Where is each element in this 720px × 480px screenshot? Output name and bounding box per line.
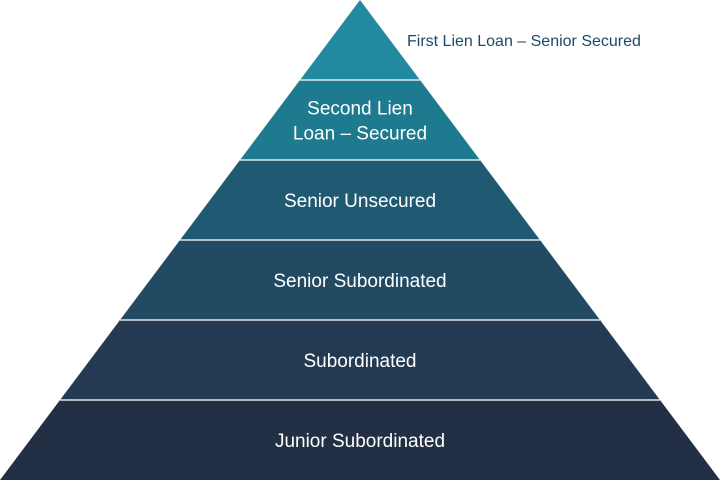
- pyramid-tier-5-label: Junior Subordinated: [275, 431, 445, 452]
- pyramid-tier-2: [180, 160, 540, 240]
- first-lien-label: First Lien Loan – Senior Secured: [407, 33, 641, 50]
- pyramid-dividers: [60, 79, 660, 401]
- pyramid-tier-1-label: Loan – Secured: [293, 124, 427, 145]
- pyramid-tier-4-label: Subordinated: [303, 351, 416, 372]
- pyramid-apex: [300, 0, 420, 80]
- pyramid-tier-1: [240, 80, 480, 160]
- pyramid-tier-1-label: Second Lien: [307, 99, 413, 120]
- pyramid-tier-3: [120, 240, 600, 320]
- pyramid-tier-4: [60, 320, 660, 400]
- pyramid-tier-2-label: Senior Unsecured: [284, 191, 436, 212]
- pyramid-tier-3-label: Senior Subordinated: [273, 271, 446, 292]
- pyramid-tier-5: [0, 400, 720, 480]
